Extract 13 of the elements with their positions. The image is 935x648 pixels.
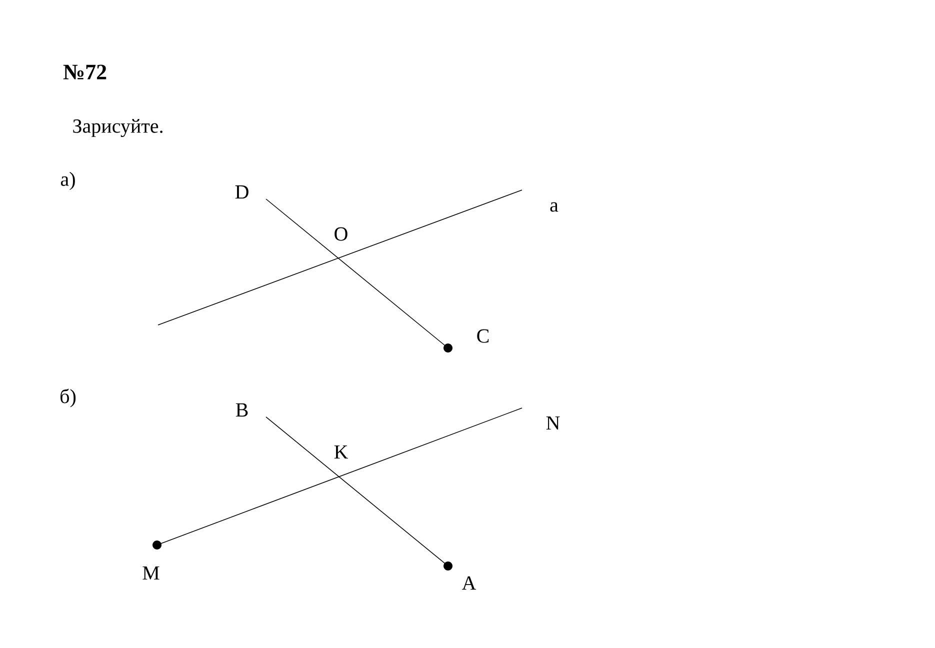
- point-label: O: [334, 227, 348, 241]
- part-label: б): [60, 388, 76, 408]
- point-label: C: [477, 329, 489, 343]
- point-label: M: [142, 566, 160, 580]
- part-label: а): [60, 172, 75, 190]
- exercise-number: №72: [63, 64, 106, 80]
- point-label: D: [235, 185, 248, 199]
- point-label: A: [462, 576, 476, 590]
- point-label: a: [550, 202, 558, 212]
- point-label: K: [334, 445, 348, 459]
- instruction-text: Зарисуйте.: [73, 119, 162, 137]
- point-label: N: [546, 416, 560, 430]
- point-label: B: [236, 403, 248, 417]
